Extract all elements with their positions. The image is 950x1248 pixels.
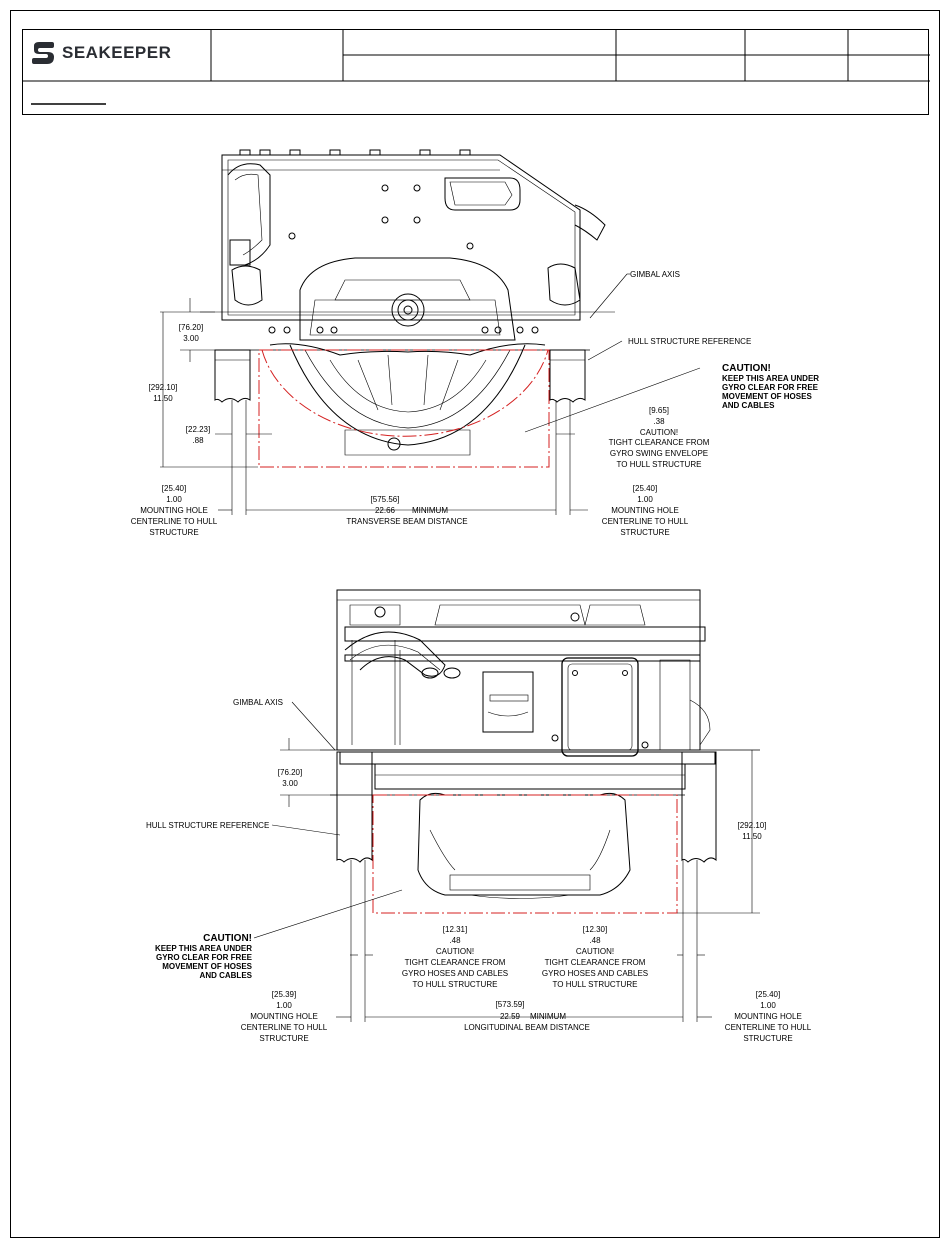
side-dimensions — [253, 701, 760, 1018]
front-dim-2223: [22.23] — [186, 425, 210, 434]
side-right-clear-in: .48 — [589, 936, 601, 945]
brand-name: SEAKEEPER — [62, 43, 172, 62]
front-dim-292: [292.10] — [149, 383, 178, 392]
title-block — [22, 29, 930, 115]
brand-logo: SEAKEEPER — [30, 40, 171, 66]
side-labels: GIMBAL AXIS HULL STRUCTURE REFERENCE [76… — [146, 698, 812, 1043]
side-beam-min: MINIMUM — [530, 1012, 566, 1021]
front-beam-label: TRANSVERSE BEAM DISTANCE — [346, 517, 467, 526]
side-right-clear-1: TIGHT CLEARANCE FROM — [545, 958, 646, 967]
front-right-mh-2: CENTERLINE TO HULL — [602, 517, 689, 526]
front-left-mh-dim: [25.40] — [162, 484, 186, 493]
front-caution-line-4: AND CABLES — [722, 401, 775, 410]
side-clear-envelope — [372, 794, 678, 914]
side-left-clear-2: GYRO HOSES AND CABLES — [402, 969, 508, 978]
side-left-mh-in: 1.00 — [276, 1001, 292, 1010]
side-right-clear-3: TO HULL STRUCTURE — [553, 980, 638, 989]
title-block-grid — [23, 30, 930, 105]
front-view — [200, 149, 615, 515]
side-beam-label: LONGITUDINAL BEAM DISTANCE — [464, 1023, 590, 1032]
front-caution-line-2: GYRO CLEAR FOR FREE — [722, 383, 819, 392]
front-left-mh-2: CENTERLINE TO HULL — [131, 517, 218, 526]
side-caution-title: CAUTION! — [203, 933, 252, 944]
front-dim-76: [76.20] — [179, 323, 203, 332]
side-caution-line-3: MOVEMENT OF HOSES — [162, 962, 252, 971]
side-right-clear-2: GYRO HOSES AND CABLES — [542, 969, 648, 978]
side-left-clear-3: TO HULL STRUCTURE — [413, 980, 498, 989]
side-caution-line-4: AND CABLES — [200, 971, 253, 980]
front-caution-line-3: MOVEMENT OF HOSES — [722, 392, 812, 401]
side-hull-ref-label: HULL STRUCTURE REFERENCE — [146, 821, 269, 830]
side-beam-dim: [573.59] — [496, 1000, 525, 1009]
front-right-mh-3: STRUCTURE — [620, 528, 669, 537]
front-right-mh-in: 1.00 — [637, 495, 653, 504]
front-clear-line-2: GYRO SWING ENVELOPE — [610, 449, 708, 458]
front-left-mh-in: 1.00 — [166, 495, 182, 504]
front-clear-line-1: TIGHT CLEARANCE FROM — [609, 438, 710, 447]
front-left-mh-3: STRUCTURE — [149, 528, 198, 537]
front-beam-in: 22.66 — [375, 506, 396, 515]
side-right-mh-1: MOUNTING HOLE — [734, 1012, 802, 1021]
side-left-mh-2: CENTERLINE TO HULL — [241, 1023, 328, 1032]
front-clear-caution: CAUTION! — [640, 428, 678, 437]
side-dim-292: [292.10] — [738, 821, 767, 830]
front-gimbal-axis-label: GIMBAL AXIS — [630, 270, 680, 279]
front-dim-1150: 11.50 — [153, 394, 173, 403]
front-clear-line-3: TO HULL STRUCTURE — [617, 460, 702, 469]
side-right-clear-dim: [12.30] — [583, 925, 607, 934]
side-right-clear-caution: CAUTION! — [576, 947, 614, 956]
seakeeper-logo-icon — [32, 42, 54, 64]
side-dim-3: 3.00 — [282, 779, 298, 788]
front-dim-088: .88 — [192, 436, 204, 445]
side-left-clear-1: TIGHT CLEARANCE FROM — [405, 958, 506, 967]
front-beam-min: MINIMUM — [412, 506, 448, 515]
side-left-clear-dim: [12.31] — [443, 925, 467, 934]
side-left-clear-in: .48 — [449, 936, 461, 945]
side-left-mh-1: MOUNTING HOLE — [250, 1012, 318, 1021]
side-caution-line-1: KEEP THIS AREA UNDER — [155, 944, 252, 953]
drawing-frame — [10, 10, 940, 1238]
side-left-mh-dim: [25.39] — [272, 990, 296, 999]
side-gimbal-axis-label: GIMBAL AXIS — [233, 698, 283, 707]
front-caution-line-1: KEEP THIS AREA UNDER — [722, 374, 819, 383]
front-right-mh-dim: [25.40] — [633, 484, 657, 493]
front-labels: GIMBAL AXIS HULL STRUCTURE REFERENCE [76… — [131, 270, 819, 537]
side-left-clear-caution: CAUTION! — [436, 947, 474, 956]
side-right-mh-in: 1.00 — [760, 1001, 776, 1010]
front-dim-3: 3.00 — [183, 334, 199, 343]
front-caution-title: CAUTION! — [722, 363, 771, 374]
side-caution-line-2: GYRO CLEAR FOR FREE — [156, 953, 253, 962]
side-right-mh-2: CENTERLINE TO HULL — [725, 1023, 812, 1032]
side-left-mh-3: STRUCTURE — [259, 1034, 308, 1043]
side-right-mh-3: STRUCTURE — [743, 1034, 792, 1043]
side-view — [320, 589, 760, 1022]
side-right-mh-dim: [25.40] — [756, 990, 780, 999]
side-dim-1150: 11.50 — [742, 832, 762, 841]
side-dim-76: [76.20] — [278, 768, 302, 777]
front-swing-envelope — [258, 349, 550, 468]
front-left-mh-1: MOUNTING HOLE — [140, 506, 208, 515]
front-dim-965: [9.65] — [649, 406, 669, 415]
front-dimensions — [160, 273, 701, 511]
front-beam-dim: [575.56] — [371, 495, 400, 504]
front-dim-038: .38 — [653, 417, 665, 426]
side-beam-in: 22.59 — [500, 1012, 521, 1021]
front-hull-ref-label: HULL STRUCTURE REFERENCE — [628, 337, 751, 346]
front-right-mh-1: MOUNTING HOLE — [611, 506, 679, 515]
